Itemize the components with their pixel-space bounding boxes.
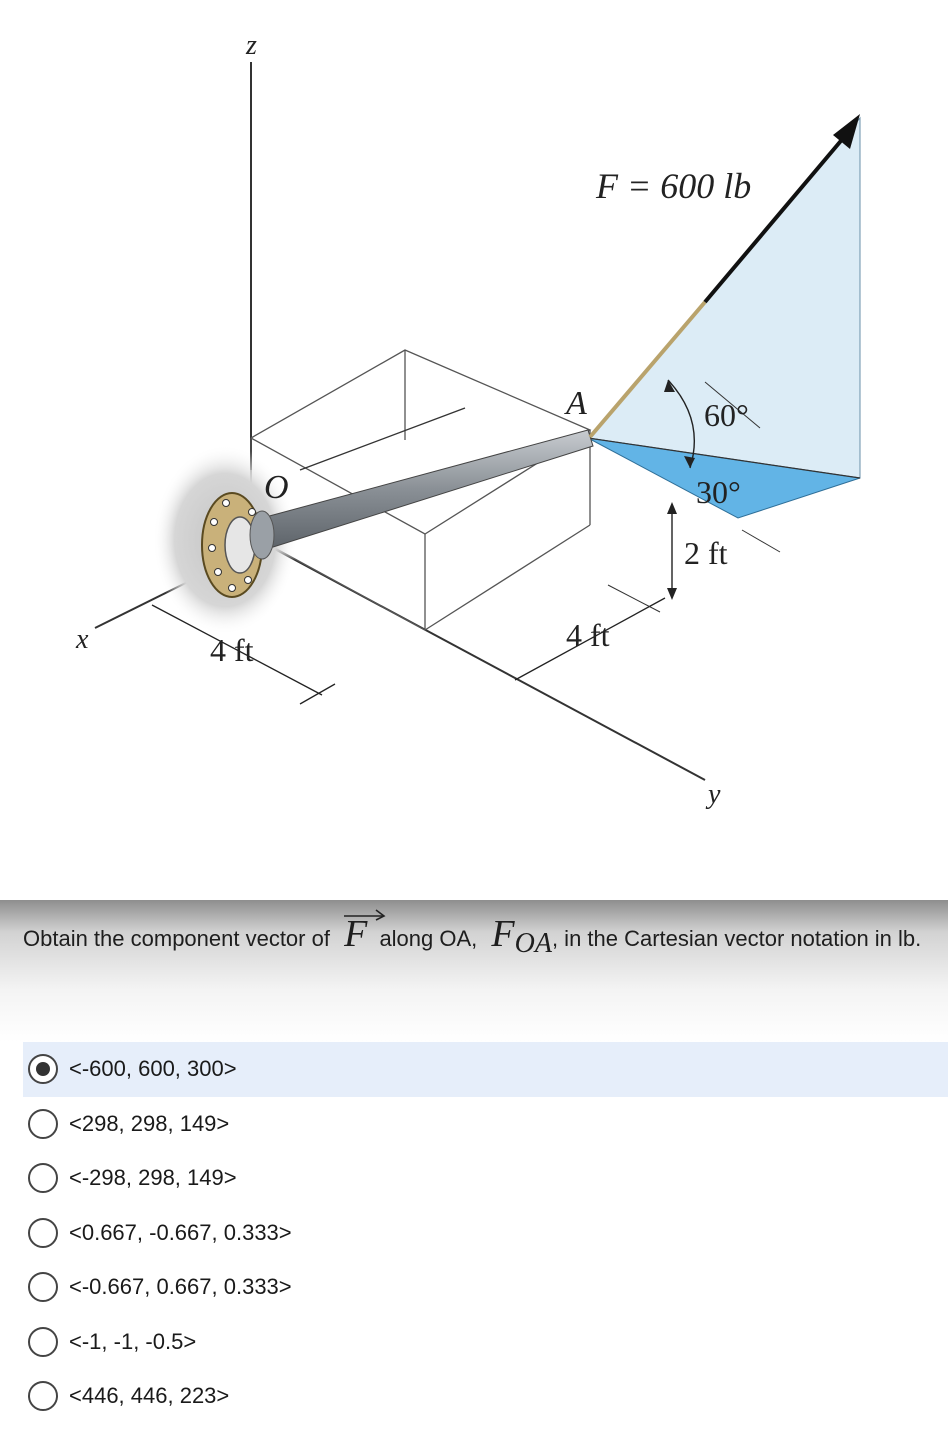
- option-label: <446, 446, 223>: [69, 1383, 230, 1409]
- radio-button[interactable]: [28, 1272, 58, 1303]
- option-label: <0.667, -0.667, 0.333>: [69, 1219, 292, 1245]
- question-text-after: , in the Cartesian vector notation in lb…: [551, 926, 922, 951]
- rope: [588, 300, 707, 439]
- vector-F-symbol: F: [344, 909, 386, 954]
- option-3[interactable]: <-298, 298, 149>: [23, 1151, 948, 1206]
- point-A-label: A: [564, 385, 587, 422]
- option-label: <298, 298, 149>: [69, 1110, 230, 1136]
- radio-selected-dot: [36, 1062, 50, 1077]
- radio-button[interactable]: [28, 1381, 58, 1412]
- statics-figure: z x y O A F = 600 lb 60° 30° 2 ft 4 ft 4…: [75, 30, 861, 810]
- dim-2ft-label: 2 ft: [684, 535, 728, 571]
- rod-OA: [261, 429, 594, 549]
- dim-4ft-left-line: [151, 604, 323, 696]
- force-arrow-head: [833, 114, 860, 149]
- flange: [201, 492, 275, 598]
- option-label: <-0.667, 0.667, 0.333>: [69, 1274, 292, 1300]
- force-arrow-shaft: [703, 134, 847, 304]
- z-axis-label: z: [245, 30, 257, 61]
- component-F-symbol: F: [491, 913, 515, 955]
- guide-line: [299, 407, 466, 471]
- x-axis-label: x: [75, 624, 89, 655]
- angle-60-label: 60°: [704, 397, 749, 433]
- answer-options: <-600, 600, 300> <298, 298, 149> <-298, …: [23, 1042, 948, 1424]
- vector-arrow-icon: [344, 909, 386, 921]
- question-text-middle: along OA,: [379, 926, 478, 951]
- plane-diagonal: [587, 437, 861, 479]
- radio-button[interactable]: [28, 1054, 58, 1085]
- point-O-label: O: [264, 469, 289, 506]
- option-label: <-298, 298, 149>: [69, 1165, 237, 1191]
- radio-button[interactable]: [28, 1326, 58, 1357]
- dim-4ft-right-line: [514, 597, 666, 681]
- question-text: Obtain the component vector of F along O…: [23, 909, 938, 959]
- question-band: [0, 900, 948, 1042]
- question-text-before: Obtain the component vector of: [23, 926, 330, 951]
- option-label: <-600, 600, 300>: [69, 1056, 237, 1082]
- radio-button[interactable]: [28, 1163, 58, 1194]
- option-6[interactable]: <-1, -1, -0.5>: [23, 1315, 948, 1370]
- component-subscript: OA: [514, 928, 552, 959]
- radio-button[interactable]: [28, 1108, 58, 1139]
- option-label: <-1, -1, -0.5>: [69, 1328, 197, 1354]
- option-1[interactable]: <-600, 600, 300>: [23, 1042, 948, 1097]
- option-7[interactable]: <446, 446, 223>: [23, 1369, 948, 1424]
- option-4[interactable]: <0.667, -0.667, 0.333>: [23, 1206, 948, 1261]
- y-axis-label: y: [705, 779, 721, 810]
- dim-4ft-left-label: 4 ft: [210, 632, 254, 668]
- force-label: F = 600 lb: [595, 166, 751, 206]
- option-2[interactable]: <298, 298, 149>: [23, 1097, 948, 1152]
- angle-30-label: 30°: [696, 474, 741, 510]
- dim-4ft-right-label: 4 ft: [566, 617, 610, 653]
- option-5[interactable]: <-0.667, 0.667, 0.333>: [23, 1260, 948, 1315]
- radio-button[interactable]: [28, 1217, 58, 1248]
